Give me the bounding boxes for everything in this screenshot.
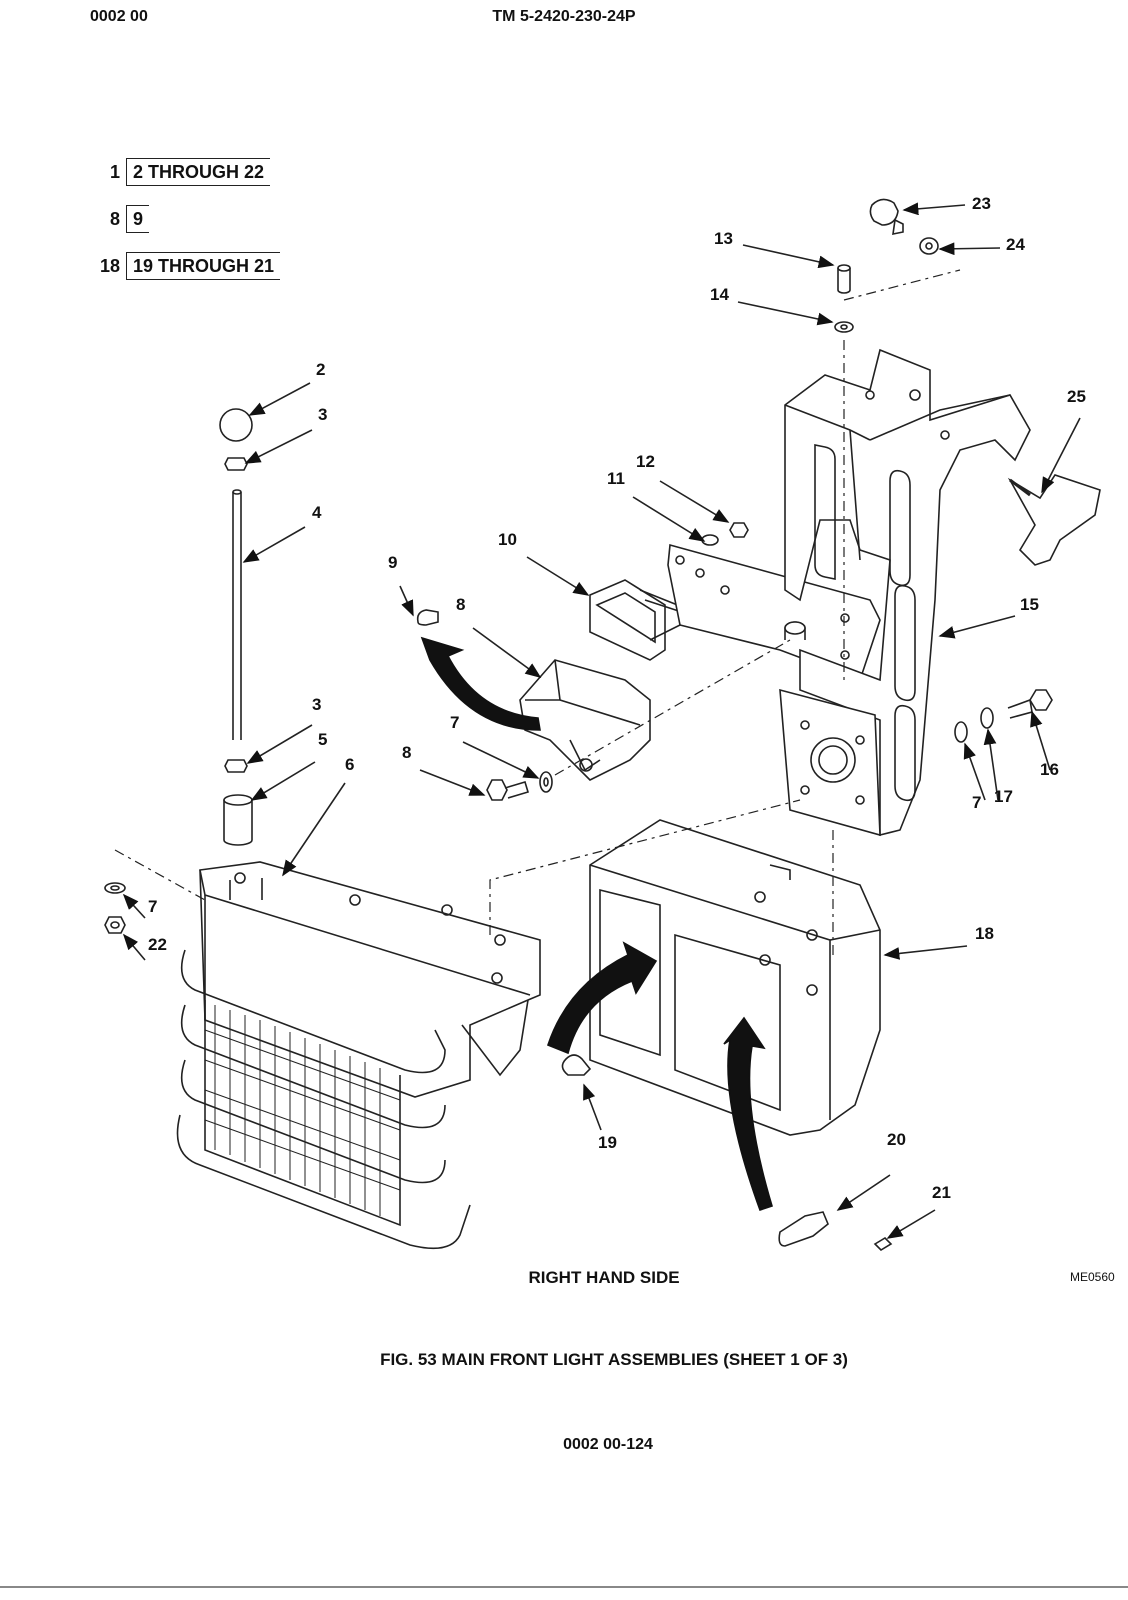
headlight-housing [589,819,881,1136]
callout-number: 12 [636,452,655,471]
mounting-plate [667,522,881,682]
callout-number: 5 [318,730,327,749]
legend-index: 8 [110,208,121,229]
knob-and-fasteners [834,198,939,333]
page-number: 0002 00-124 [563,1436,653,1453]
legend-contents: 2 THROUGH 22 [126,158,271,186]
callout-number: 15 [1020,595,1039,614]
callout-number: 3 [318,405,327,424]
legend-contents: 19 THROUGH 21 [126,252,281,280]
callout-number: 20 [887,1130,906,1149]
washer-nut-left [104,882,126,934]
callout-number: 25 [1067,387,1086,406]
callout-number: 11 [607,469,625,488]
callout-number: 2 [316,360,325,379]
callout-number: 10 [498,530,517,549]
callout-number: 21 [932,1183,951,1202]
callout-number: 8 [456,595,465,614]
bolt-washer-middle [486,771,553,801]
legend-contents: 9 [126,205,150,233]
callout-number: 7 [148,897,157,916]
bulbs [561,1054,893,1252]
bolt-washers-right [954,689,1053,743]
legend-row-1: 1 2 THROUGH 22 [110,158,271,186]
callout-leaders [122,202,1081,1239]
callout-number: 18 [975,924,994,943]
header-tm-number: TM 5-2420-230-24P [492,8,636,25]
light-housing [519,659,651,781]
callout-number: 19 [598,1133,617,1152]
figure-caption: FIG. 53 MAIN FRONT LIGHT ASSEMBLIES (SHE… [380,1350,848,1369]
small-bulb-9 [416,609,439,626]
callout-number: 7 [972,793,981,812]
callout-number: 23 [972,194,991,213]
callout-number: 4 [312,503,322,522]
legend-row-3: 18 19 THROUGH 21 [100,252,281,280]
legend-index: 18 [100,255,121,276]
grille-guard [176,861,541,1250]
callout-number: 9 [388,553,397,572]
callout-number: 6 [345,755,354,774]
callout-numbers: 2343567229878101112131423242515161771819… [148,194,1086,1202]
marker-rod-assembly [219,408,253,846]
page-bottom-rule [0,1586,1128,1588]
drawing-code: ME0560 [1070,1270,1115,1284]
callout-number: 17 [994,787,1013,806]
view-side-label: RIGHT HAND SIDE [528,1268,680,1287]
callout-number: 16 [1040,760,1059,779]
callout-number: 7 [450,713,459,732]
main-bracket [779,348,1031,837]
header-doc-number: 0002 00 [90,8,148,25]
removal-arrows [420,636,773,1212]
callout-number: 3 [312,695,321,714]
legend-index: 1 [110,161,121,182]
callout-number: 14 [710,285,729,304]
callout-number: 24 [1006,235,1025,254]
callout-number: 8 [402,743,411,762]
handle-25 [1007,474,1101,566]
legend-row-2: 8 9 [110,205,150,233]
callout-number: 22 [148,935,167,954]
callout-number: 13 [714,229,733,248]
alignment-lines [114,269,961,960]
